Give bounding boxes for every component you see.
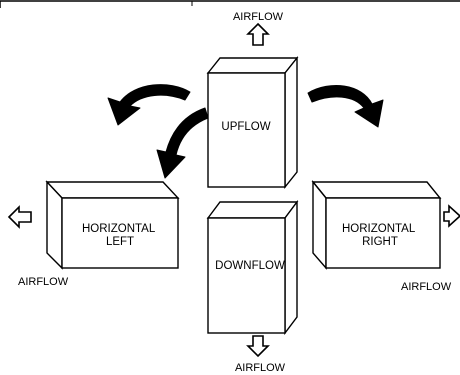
- top-airflow-label: AIRFLOW: [233, 11, 284, 23]
- downflow-unit: DOWNFLOW: [206, 199, 299, 336]
- horizontal-left-unit: HORIZONTAL LEFT: [45, 180, 180, 270]
- downflow-label: DOWNFLOW: [215, 260, 285, 272]
- up-outline-arrow-icon: [246, 22, 270, 46]
- right-airflow-label: AIRFLOW: [401, 281, 452, 293]
- rotate-right-arrow-icon: [307, 85, 384, 128]
- horizontal-right-label-line1: HORIZONTAL: [342, 223, 416, 235]
- left-outline-arrow-icon: [7, 205, 32, 229]
- rotate-left-arrow-icon: [107, 84, 191, 126]
- horizontal-left-label: HORIZONTAL LEFT: [82, 223, 158, 248]
- horizontal-left-label-line1: HORIZONTAL: [82, 223, 156, 235]
- bottom-airflow-label: AIRFLOW: [235, 362, 286, 374]
- horizontal-right-unit: HORIZONTAL RIGHT: [311, 180, 442, 270]
- horizontal-right-label: HORIZONTAL RIGHT: [342, 223, 418, 248]
- horizontal-right-label-line2: RIGHT: [362, 236, 398, 248]
- upflow-label: UPFLOW: [221, 121, 270, 133]
- right-outline-arrow-icon: [443, 204, 460, 228]
- horizontal-left-label-line2: LEFT: [106, 236, 134, 248]
- rotate-down-arrow-icon: [156, 107, 209, 179]
- left-airflow-label: AIRFLOW: [18, 276, 69, 288]
- down-outline-arrow-icon: [246, 335, 270, 358]
- upflow-unit: UPFLOW: [206, 56, 299, 189]
